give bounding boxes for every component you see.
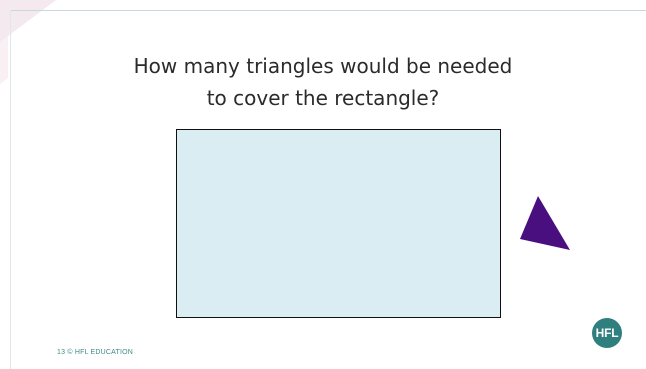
hfl-logo: HFL (592, 318, 622, 348)
frame-left-line (10, 10, 11, 369)
question-line-1: How many triangles would be needed (133, 54, 513, 78)
triangle-shape (520, 196, 570, 250)
question-line-2: to cover the rectangle? (206, 86, 440, 110)
question-text: How many triangles would be needed to co… (98, 50, 548, 114)
footer-text: 13 © HFL EDUCATION (57, 349, 134, 356)
hfl-logo-text: HFL (595, 326, 619, 340)
frame-top-line (10, 10, 646, 11)
rectangle-shape (176, 129, 501, 318)
